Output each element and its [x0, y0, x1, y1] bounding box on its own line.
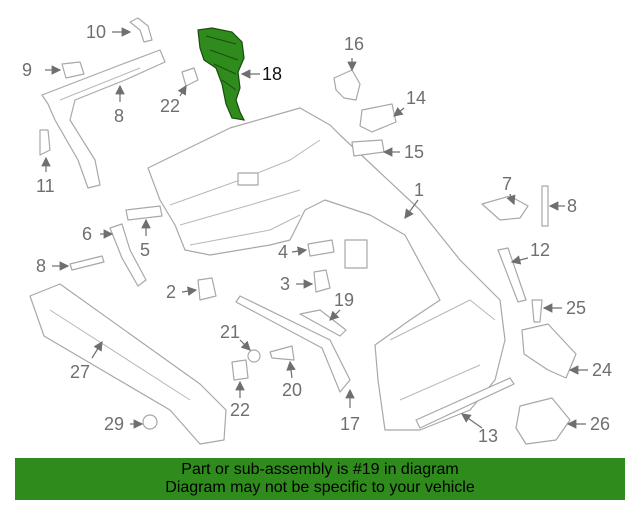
part-3-nut[interactable] — [313, 269, 331, 293]
banner-line-1: Part or sub-assembly is #19 in diagram — [181, 461, 459, 478]
callout-19: 18 — [262, 64, 282, 84]
part-14-strip[interactable] — [415, 377, 515, 429]
callout-23: 22 — [230, 400, 250, 420]
callout-1: 1 — [414, 180, 424, 200]
part-7-bracket[interactable] — [481, 195, 529, 221]
callout-8-right: 8 — [567, 196, 577, 216]
callout-7: 7 — [502, 174, 512, 194]
part-4-clip[interactable] — [307, 239, 335, 257]
part-info-banner: Part or sub-assembly is #19 in diagram D… — [15, 458, 625, 500]
part-5-clip[interactable] — [125, 205, 163, 221]
leader-lines — [41, 27, 588, 429]
part-28-reinforcement-beam[interactable] — [29, 283, 227, 445]
part-15-bracket[interactable] — [359, 103, 397, 133]
callout-10: 9 — [22, 60, 32, 80]
callout-12: 11 — [36, 176, 55, 196]
callout-22: 21 — [220, 322, 240, 342]
callout-3: 3 — [280, 274, 290, 294]
part-29-nut[interactable] — [142, 414, 158, 430]
part-23-nut[interactable] — [231, 359, 249, 381]
callout-29: 29 — [104, 414, 124, 434]
part-12-bolt[interactable] — [39, 129, 51, 156]
callout-5: 5 — [140, 240, 150, 260]
part-21-bolt[interactable] — [269, 345, 295, 361]
part-10-clip[interactable] — [61, 61, 85, 79]
part-6-bracket[interactable] — [109, 223, 147, 287]
part-24-nut[interactable] — [181, 67, 199, 87]
part-11-screw[interactable] — [129, 17, 153, 43]
callout-11: 10 — [86, 22, 106, 42]
part-26-screw[interactable] — [531, 299, 543, 323]
callout-9: 8 — [114, 106, 124, 126]
callout-2: 2 — [166, 282, 176, 302]
part-9-support-rail[interactable] — [41, 49, 166, 189]
part-16-pad[interactable] — [351, 139, 385, 157]
part-27-housing[interactable] — [515, 397, 571, 445]
callout-16: 15 — [404, 142, 424, 162]
part-20-sensor[interactable] — [299, 309, 347, 337]
callout-6: 6 — [82, 224, 92, 244]
callout-14: 13 — [478, 426, 498, 446]
part-17-sensor-holder[interactable] — [333, 69, 361, 101]
callout-15: 14 — [406, 88, 426, 108]
callout-8-left: 8 — [36, 256, 46, 276]
part-8-bolt-right[interactable] — [541, 185, 549, 227]
callout-17: 16 — [344, 34, 364, 54]
part-22-washer[interactable] — [247, 349, 261, 363]
part-18-trim[interactable] — [235, 295, 351, 393]
callout-25: 24 — [592, 360, 612, 380]
callout-18: 17 — [340, 414, 360, 434]
callout-20: 19 — [334, 290, 354, 310]
callout-4: 4 — [278, 242, 288, 262]
part-2-nut[interactable] — [197, 277, 217, 301]
part-25-bracket[interactable] — [521, 323, 577, 379]
part-19-bracket[interactable] — [197, 27, 246, 121]
parts-diagram: 10 9 8 11 18 22 16 14 15 1 7 8 6 5 8 4 3… — [22, 17, 612, 446]
callout-28: 27 — [70, 362, 90, 382]
part-1-bumper-cover[interactable] — [147, 107, 506, 431]
part-8-bolt-left[interactable] — [69, 255, 105, 271]
callout-24: 22 — [160, 96, 180, 116]
callout-26: 25 — [566, 298, 586, 318]
part-13-strip[interactable] — [497, 247, 527, 303]
callout-13: 12 — [530, 240, 550, 260]
callout-27: 26 — [590, 414, 610, 434]
callout-21: 20 — [282, 380, 302, 400]
banner-line-2: Diagram may not be specific to your vehi… — [165, 479, 475, 496]
